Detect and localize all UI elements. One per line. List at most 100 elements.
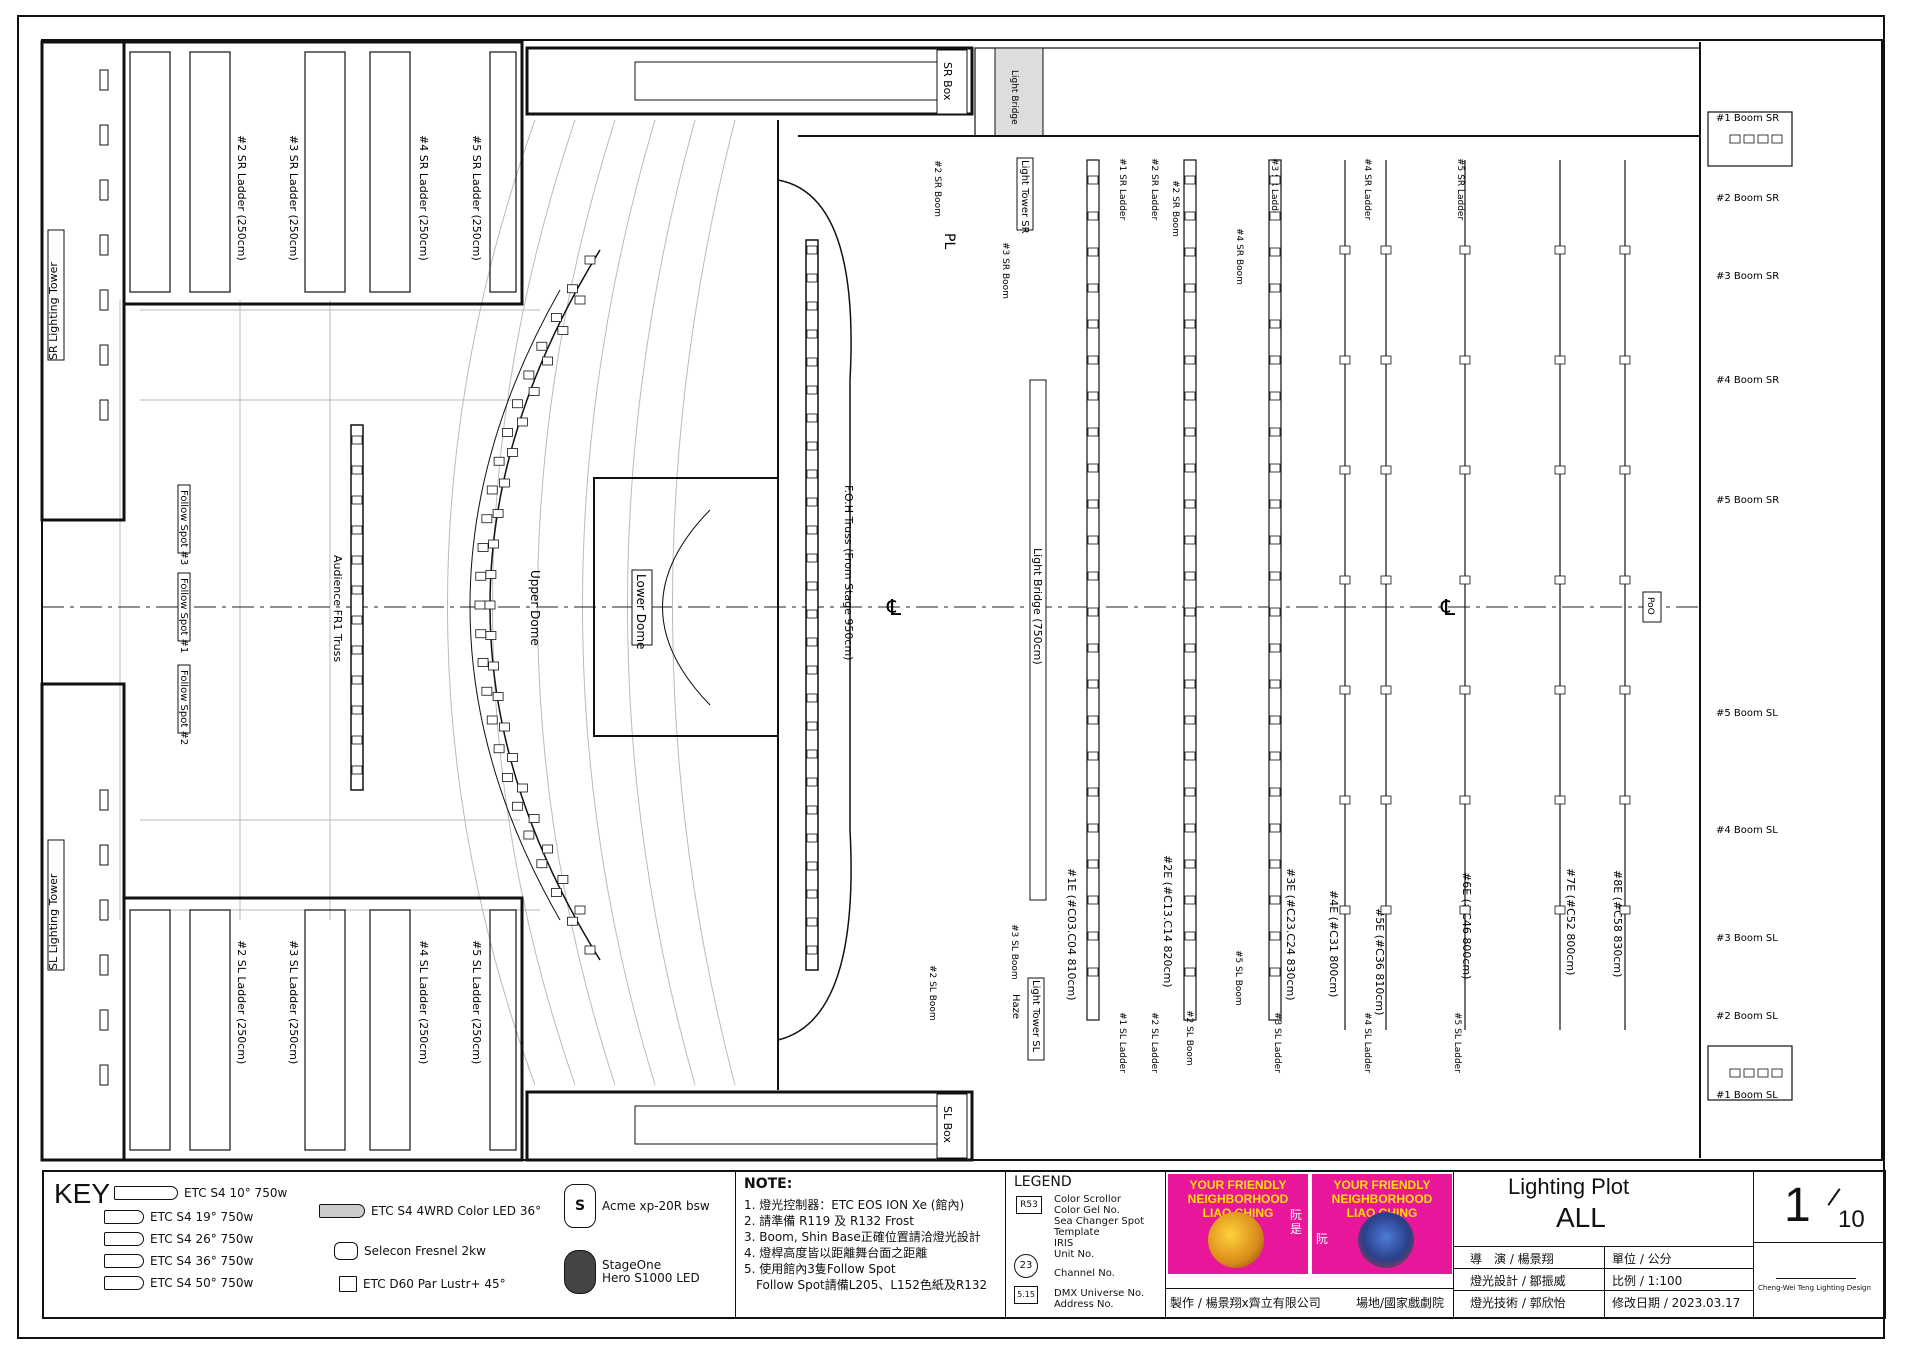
electric-8-label: #8E (#C58 830cm): [1611, 870, 1624, 977]
boom-sl-4-label: #4 Boom SL: [1716, 825, 1778, 836]
electric-fixture: [1339, 685, 1351, 695]
electric-fixture: [1269, 751, 1281, 761]
electric-fixture: [1459, 245, 1471, 255]
dome-fixture: [523, 370, 535, 380]
boom-sl-5-label: #5 Boom SL: [1716, 708, 1778, 719]
s4-36-icon: [104, 1254, 144, 1268]
fresnel-icon: [334, 1242, 358, 1260]
foh-fixture: [806, 721, 818, 731]
foh-fixture: [806, 385, 818, 395]
electric-fixture: [1269, 967, 1281, 977]
sl-light-tower: [1027, 977, 1045, 1061]
electric-fixture: [1380, 795, 1392, 805]
boom-fixture: [1771, 1068, 1783, 1078]
key-label-s4-36: ETC S4 36° 750w: [150, 1254, 254, 1268]
electric-fixture: [1269, 499, 1281, 509]
foh-fixture: [806, 749, 818, 759]
electric-fixture: [1269, 247, 1281, 257]
outer-dome-arc: [469, 289, 561, 921]
electric-fixture: [1087, 247, 1099, 257]
audience-truss-label: Audience FR1 Truss: [331, 555, 344, 662]
sl-ladder-1-small: #1 SL Ladder: [1117, 1012, 1127, 1073]
key-item-s4-10: ETC S4 10° 750w: [114, 1186, 287, 1200]
lower-dome-arc: [662, 509, 711, 706]
dome-fixture: [474, 600, 486, 610]
electric-fixture: [1184, 967, 1196, 977]
note-line-2: 2. 請準備 R119 及 R132 Frost: [744, 1214, 915, 1228]
legend-color-gel: Color Gel No.: [1054, 1205, 1120, 1216]
electric-fixture: [1619, 465, 1631, 475]
electric-fixture: [1087, 787, 1099, 797]
dome-fixture: [498, 722, 510, 732]
electric-fixture: [1339, 795, 1351, 805]
electric-fixture: [1184, 211, 1196, 221]
director-row: 導 演 / 楊景翔: [1470, 1252, 1554, 1266]
dome-fixture: [512, 399, 523, 409]
centerline-mark-right: ℄: [1440, 596, 1456, 621]
key-label-acme: Acme xp-20R bsw: [602, 1199, 710, 1213]
legend-sea-changer: Sea Changer Spot: [1054, 1216, 1145, 1227]
sl-tower-strip: [47, 839, 65, 971]
electric-fixture: [1459, 465, 1471, 475]
sl-ladder-5-label: #5 SL Ladder (250cm): [470, 940, 483, 1064]
electric-7-label: #7E (#C52 800cm): [1564, 868, 1577, 975]
foh-fixture: [806, 861, 818, 871]
electric-fixture: [1184, 931, 1196, 941]
electric-pipes: [1086, 159, 1626, 1030]
note-line-4: 4. 燈桿高度皆以距離舞台面之距離: [744, 1246, 928, 1260]
plot-title-section: Lighting Plot ALL 導 演 / 楊景翔 燈光設計 / 鄒振威 燈…: [1454, 1172, 1754, 1317]
electric-fixture: [1619, 575, 1631, 585]
electric-fixture: [1269, 427, 1281, 437]
light-bridge-header: [994, 47, 1044, 137]
electric-fixture: [1087, 931, 1099, 941]
light-bridge: [1029, 379, 1047, 901]
key-label-s4-26: ETC S4 26° 750w: [150, 1232, 254, 1246]
sl-box-bar: [634, 1105, 946, 1145]
legend-template: Template: [1054, 1227, 1100, 1238]
foh-fixture: [806, 553, 818, 563]
outer-border: [17, 15, 1885, 1339]
boom-fixture: [1771, 134, 1783, 144]
seating-area: [119, 119, 736, 1086]
electric-fixture: [1339, 575, 1351, 585]
dome-fixture: [493, 744, 505, 754]
electric-fixture: [1554, 685, 1566, 695]
foh-fixture: [806, 245, 818, 255]
electric-fixture: [1184, 463, 1196, 473]
foh-fixture: [806, 665, 818, 675]
boom-sr-5-label: #5 Boom SR: [1716, 495, 1779, 506]
legend-title: LEGEND: [1014, 1174, 1072, 1190]
key-label-s4-50: ETC S4 50° 750w: [150, 1276, 254, 1290]
boom-sl-3-label: #3 Boom SL: [1716, 933, 1778, 944]
dome-fixture: [536, 859, 548, 869]
sr-tower-label: SR Lighting Tower: [47, 262, 60, 360]
electric-fixture: [1184, 391, 1196, 401]
dome-fixture: [574, 905, 586, 915]
sl-boom-5-label: #5 SL Boom: [1233, 950, 1243, 1006]
key-item-s4-led: ETC S4 4WRD Color LED 36°: [319, 1204, 541, 1218]
s4-19-icon: [104, 1210, 144, 1224]
electric-fixture: [1184, 247, 1196, 257]
legend-section: LEGEND R53 23 5.15 Color Scrollor Color …: [1006, 1172, 1166, 1317]
title-col-divider: [1604, 1246, 1605, 1317]
electric-fixture: [1184, 679, 1196, 689]
boom-fixture: [1757, 1068, 1769, 1078]
dome-fixture: [567, 916, 578, 926]
signature: [1776, 1248, 1856, 1279]
electric-fixture: [1459, 685, 1471, 695]
key-item-s4-19: ETC S4 19° 750w: [104, 1210, 253, 1224]
electric-fixture: [1380, 355, 1392, 365]
electric-fixture: [1087, 823, 1099, 833]
boom-fixture: [1757, 134, 1769, 144]
electric-fixture: [1087, 859, 1099, 869]
lower-dome-label: Lower Dome: [634, 574, 648, 649]
legend-iris: IRIS: [1054, 1238, 1074, 1249]
prop-label: PoO: [1645, 597, 1655, 615]
electric-fixture: [1554, 465, 1566, 475]
electric-fixture: [1554, 795, 1566, 805]
electric-fixture: [1184, 823, 1196, 833]
producer-credit: 製作 / 楊景翔x齊立有限公司: [1170, 1296, 1321, 1310]
foh-fixture: [806, 413, 818, 423]
sl-ladder-5-small: #5 SL Ladder: [1452, 1012, 1462, 1073]
